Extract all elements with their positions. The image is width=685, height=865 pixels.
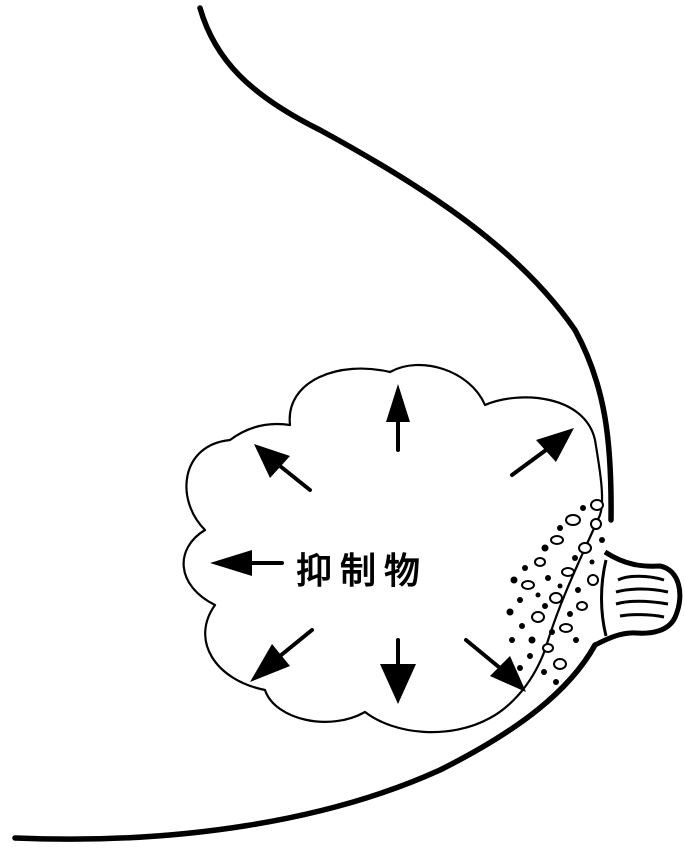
arrow-up-left	[254, 444, 310, 490]
arrow-up-right	[512, 428, 574, 475]
nipple	[595, 552, 680, 645]
arrow-down-right	[466, 640, 526, 692]
arrow-down-left	[250, 630, 312, 682]
inhibitor-label: 抑制物	[296, 542, 428, 594]
arrow-left	[210, 550, 282, 576]
arrow-down	[380, 640, 416, 704]
arrow-up	[386, 384, 410, 450]
